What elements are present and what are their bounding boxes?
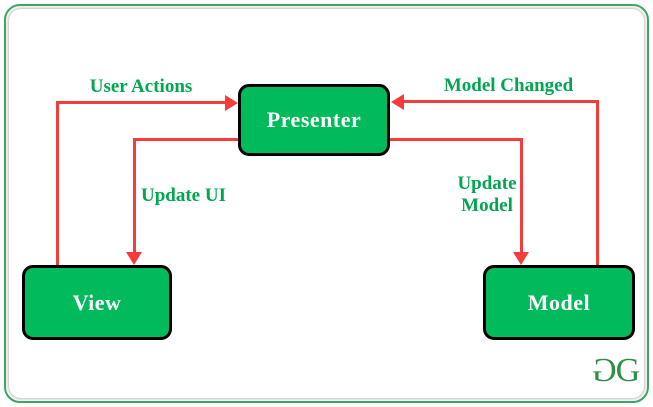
edge-update-model-vertical-line: [520, 138, 523, 253]
edge-update-ui-arrowhead-icon: [126, 252, 142, 265]
logo-g-letter: G: [615, 352, 640, 389]
edge-update-model-arrowhead-icon: [513, 252, 529, 265]
edge-update-ui-vertical-line: [133, 138, 136, 253]
node-view-label: View: [72, 289, 122, 315]
diagram-frame: [4, 4, 649, 403]
edge-model-changed-horizontal-line: [404, 100, 599, 103]
geeksforgeeks-logo: GG: [596, 352, 640, 390]
edge-update-ui-horizontal-line: [133, 138, 240, 141]
edge-model-changed-vertical-line: [596, 100, 599, 265]
edge-label-model-changed: Model Changed: [443, 75, 574, 96]
edge-model-changed-arrowhead-icon: [391, 94, 404, 110]
edge-user-actions-horizontal-line: [56, 101, 226, 104]
node-model-label: Model: [527, 289, 591, 315]
node-presenter: Presenter: [238, 84, 390, 156]
node-model: Model: [483, 265, 635, 340]
node-presenter-label: Presenter: [266, 107, 362, 132]
edge-update-model-horizontal-line: [390, 138, 522, 141]
edge-user-actions-vertical-line: [56, 101, 59, 265]
edge-label-update-model: Update Model: [457, 173, 517, 216]
edge-label-user-actions: User Actions: [89, 76, 193, 97]
edge-label-update-ui: Update UI: [141, 185, 226, 206]
edge-user-actions-arrowhead-icon: [225, 95, 238, 111]
logo-reversed-g-letter: G: [596, 352, 617, 389]
node-view: View: [22, 265, 172, 340]
